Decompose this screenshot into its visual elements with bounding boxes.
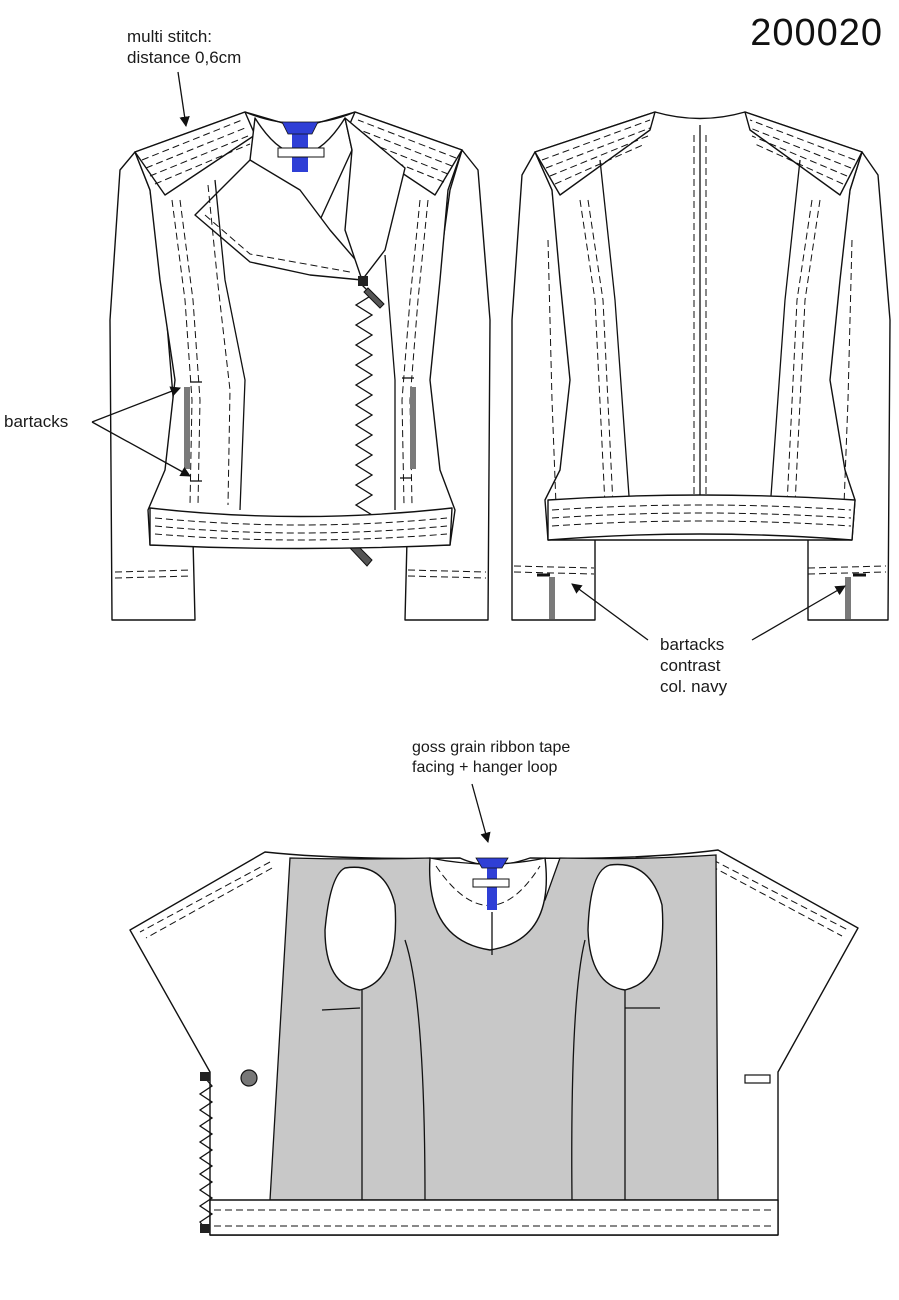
inside-right-shoulder-stitch-1 (712, 859, 849, 931)
inside-zip-bottom-stop (200, 1224, 210, 1233)
inside-zipper (198, 1077, 214, 1231)
back-waistband-stitch-2 (551, 512, 852, 519)
front-left-pocket-bar (184, 387, 190, 469)
inside-buttonhole (744, 1074, 771, 1084)
front-zipper (354, 284, 374, 541)
front-waistband-stitch-1 (154, 517, 448, 526)
back-right-cuff-bar (845, 577, 851, 619)
back-left-cuff-stitch-2 (513, 571, 595, 575)
front-right-pocket-bar (410, 387, 416, 469)
arrow-contrast-left (571, 583, 649, 641)
arrow-bartack-top (91, 386, 181, 423)
inside-left-shoulder-stitch-2 (145, 867, 273, 939)
back-right-cuff-stitch-1 (807, 565, 887, 569)
back-right-side-stitch (843, 239, 853, 506)
label-bartacks: bartacks (4, 412, 69, 431)
arrow-bartack-bottom (91, 421, 191, 477)
front-ribbon-tape (281, 121, 319, 135)
back-left-stitch-1 (579, 199, 606, 506)
label-multi-stitch: multi stitch: distance 0,6cm (127, 27, 242, 67)
inside-right-shoulder-pad (587, 863, 664, 991)
front-right-cuff-stitch-2 (407, 575, 487, 579)
inside-right-shoulder-stitch-2 (710, 865, 843, 937)
back-right-panel-seam (769, 159, 801, 511)
back-right-stitch-2 (786, 199, 813, 506)
front-right-princess-seam (384, 254, 396, 510)
inside-button (240, 1069, 258, 1087)
inside-left-pocket-line (321, 1007, 361, 1011)
front-view (109, 111, 491, 621)
back-left-yoke (534, 111, 656, 196)
back-left-cuff-bar (549, 577, 555, 619)
inside-hem-band (209, 1199, 779, 1236)
back-right-yoke (744, 111, 863, 196)
yoke-multi-stitching (141, 119, 457, 185)
front-zip-puller (363, 287, 385, 309)
label-ribbon-tape: goss grain ribbon tape facing + hanger l… (412, 739, 571, 776)
inside-view (129, 849, 859, 1236)
back-left-panel-seam (599, 159, 631, 511)
back-right-stitch-1 (794, 199, 821, 506)
back-left-cuff-stitch-1 (513, 565, 595, 569)
inside-left-shoulder-stitch-1 (139, 861, 271, 933)
back-waistband-stitch-1 (551, 504, 852, 511)
back-right-cuff-stitch-2 (807, 571, 887, 575)
label-bartacks-contrast: bartacks contrast col. navy (660, 635, 728, 696)
front-left-cuff-stitch-2 (114, 575, 193, 579)
front-right-cuff-stitch-1 (407, 569, 487, 573)
annotation-arrows (91, 71, 846, 844)
arrow-multi-stitch (177, 71, 190, 128)
front-waistband-stitch-2 (154, 525, 448, 534)
back-left-stitch-2 (587, 199, 614, 506)
inside-label (472, 878, 510, 888)
arrow-contrast-right (751, 585, 846, 641)
inside-zip-top-stop (200, 1072, 210, 1081)
arrow-ribbon-tape (471, 783, 491, 844)
inside-left-dart (404, 939, 426, 1201)
front-hanger-loop (292, 122, 308, 172)
style-number: 200020 (750, 12, 883, 54)
inside-right-dart (571, 939, 586, 1201)
back-left-side-stitch (547, 239, 557, 506)
front-waistband-stitch-3 (154, 533, 448, 541)
front-zip-top-stop (358, 276, 368, 286)
front-left-stitch-2 (179, 199, 201, 506)
front-left-cuff-stitch-1 (114, 569, 193, 573)
front-left-stitch-3 (207, 184, 231, 506)
back-view (511, 111, 891, 621)
front-right-stitch-2 (401, 199, 421, 506)
back-waistband (547, 494, 856, 541)
front-label (277, 147, 325, 158)
lapel-topstitch (204, 214, 351, 273)
back-waistband-stitch-3 (551, 520, 852, 527)
front-left-princess-seam (214, 179, 246, 511)
inside-ribbon-tape (475, 857, 509, 869)
inside-left-shoulder-pad (324, 866, 397, 991)
front-left-stitch-1 (171, 199, 193, 506)
